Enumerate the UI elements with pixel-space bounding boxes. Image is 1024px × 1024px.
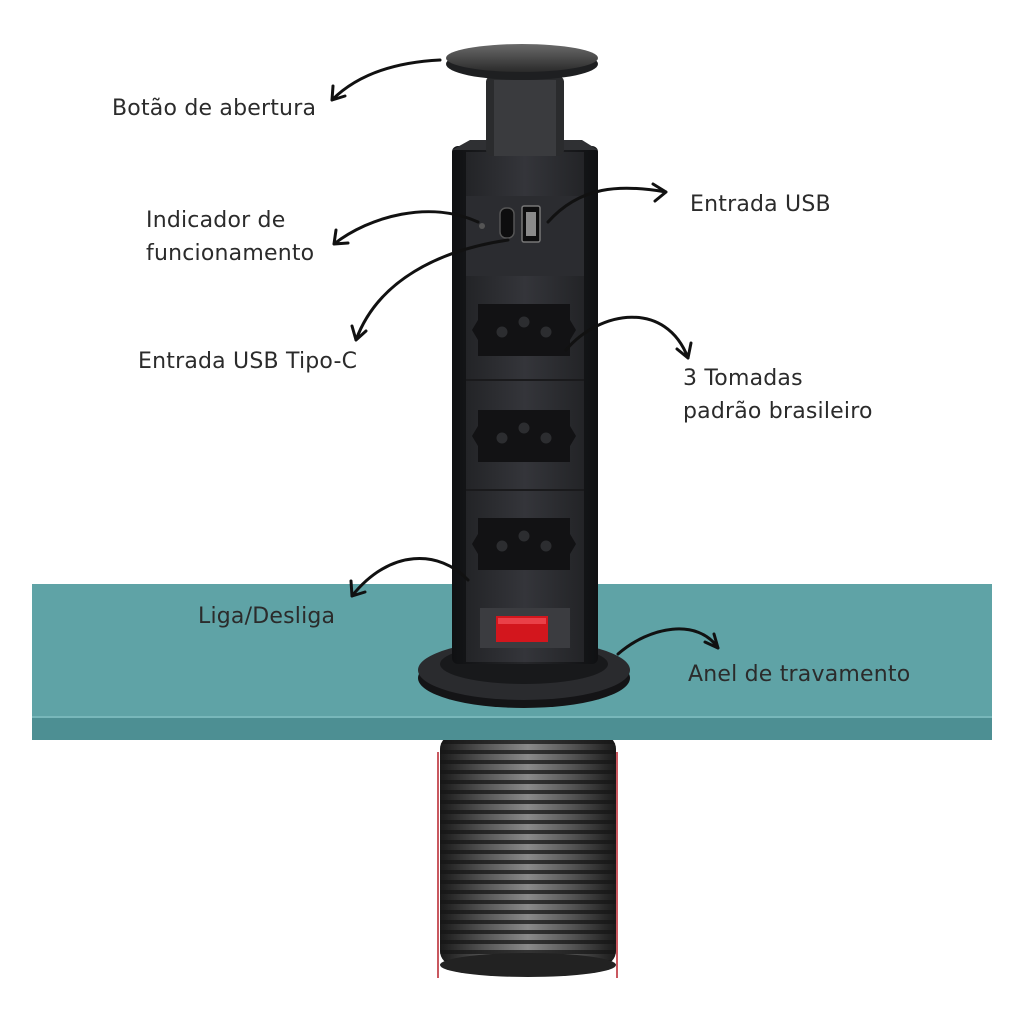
label-indicator: Indicador de funcionamento bbox=[146, 208, 315, 266]
power-switch bbox=[480, 608, 570, 648]
arrow-typec bbox=[350, 238, 510, 342]
usb-panel bbox=[466, 196, 584, 276]
arrow-switch bbox=[349, 557, 470, 598]
arrow-locking-ring bbox=[616, 627, 720, 656]
usb-typec-port bbox=[499, 207, 515, 239]
arrow-sockets bbox=[564, 315, 693, 360]
power-indicator-led bbox=[479, 223, 485, 229]
opening-button bbox=[446, 44, 598, 156]
arrow-indicator bbox=[332, 210, 480, 246]
socket-2 bbox=[472, 410, 576, 462]
threaded-pipe bbox=[440, 735, 616, 977]
arrow-usb bbox=[546, 182, 668, 224]
label-usb-port: Entrada USB bbox=[690, 192, 831, 217]
socket-1 bbox=[472, 304, 576, 356]
label-locking-ring: Anel de travamento bbox=[688, 662, 911, 687]
arrow-opening-button bbox=[330, 58, 442, 102]
label-opening-button: Botão de abertura bbox=[112, 96, 317, 121]
label-sockets: 3 Tomadas padrão brasileiro bbox=[683, 366, 873, 424]
socket-3 bbox=[472, 518, 576, 570]
label-power-switch: Liga/Desliga bbox=[198, 604, 336, 629]
label-usb-typec-port: Entrada USB Tipo-C bbox=[138, 349, 358, 374]
